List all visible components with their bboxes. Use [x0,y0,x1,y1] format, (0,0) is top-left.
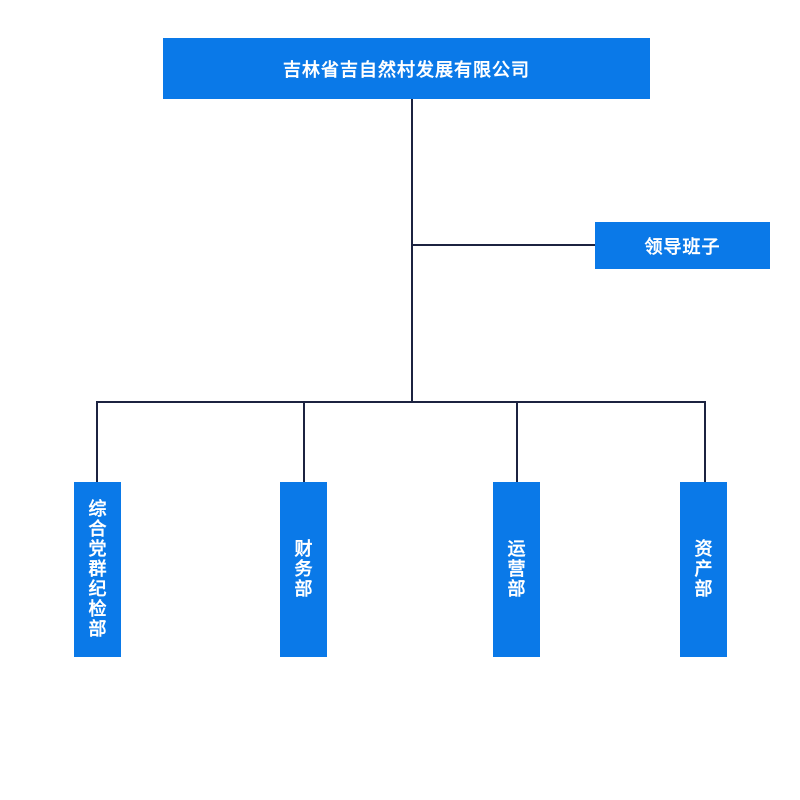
connector-dept-3 [516,401,518,482]
department-box-general-party: 综合党群纪检部 [74,482,121,657]
leadership-label: 领导班子 [644,236,721,258]
connector-leadership-branch [411,244,595,246]
connector-dept-1 [96,401,98,482]
department-label: 运营部 [507,538,526,600]
department-box-assets: 资产部 [680,482,727,657]
root-company-box: 吉林省吉自然村发展有限公司 [163,38,650,99]
department-label: 财务部 [294,538,313,600]
connector-departments-bus [96,401,706,403]
department-label: 综合党群纪检部 [88,498,107,640]
department-box-finance: 财务部 [280,482,327,657]
connector-dept-4 [704,401,706,482]
leadership-box: 领导班子 [595,222,770,269]
root-company-label: 吉林省吉自然村发展有限公司 [283,59,530,81]
connector-dept-2 [303,401,305,482]
department-box-operations: 运营部 [493,482,540,657]
department-label: 资产部 [694,538,713,600]
connector-root-trunk [411,99,413,402]
